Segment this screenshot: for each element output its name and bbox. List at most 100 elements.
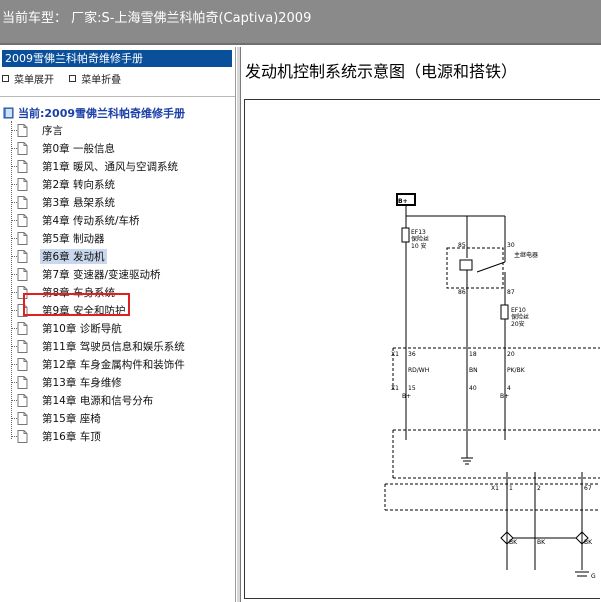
pin-15: 15: [408, 385, 416, 392]
tree-item-ch13[interactable]: 第13章 车身维修: [11, 373, 124, 391]
tree-item-label: 第4章 传动系统/车桥: [42, 214, 140, 227]
document-icon: [17, 339, 28, 353]
collapse-menu-label: 菜单折叠: [81, 75, 122, 86]
tree-root-label: 当前:2009雪佛兰科帕奇维修手册: [18, 107, 186, 120]
pin-4: 4: [507, 385, 511, 392]
connector-x1-low: X1: [491, 485, 499, 492]
collapse-icon: [69, 75, 77, 82]
wire-bk-3: BK: [584, 539, 593, 546]
fuse-ef13-type: 保险丝: [411, 235, 429, 243]
pin-36: 36: [408, 351, 416, 358]
document-icon: [17, 429, 28, 443]
pin-c2: 2: [537, 485, 541, 492]
document-icon: [17, 177, 28, 191]
navigation-pane: 2009雪佛兰科帕奇维修手册 菜单展开 菜单折叠 当前:2009雪佛兰科帕奇维修…: [0, 47, 236, 602]
relay-label: 主继电器: [514, 251, 538, 259]
page-title: 发动机控制系统示意图（电源和搭铁）: [245, 62, 518, 81]
pin-20: 20: [507, 351, 515, 358]
tree-item-ch7[interactable]: 第7章 变速器/变速驱动桥: [11, 265, 163, 283]
document-icon: [17, 213, 28, 227]
tree-item-label: 第0章 一般信息: [42, 142, 116, 155]
tree-item-label: 第3章 悬架系统: [42, 196, 116, 209]
expand-menu-label: 菜单展开: [14, 75, 54, 86]
tree-item-label: 第14章 电源和信号分布: [42, 394, 154, 407]
ground-label: G: [591, 573, 596, 580]
document-icon: [17, 141, 28, 155]
tree-item-preface[interactable]: 序言: [11, 121, 65, 139]
tree-item-label: 第9章 安全和防护: [42, 304, 126, 317]
tree-item-label: 第7章 变速器/变速驱动桥: [42, 268, 161, 281]
document-icon: [17, 393, 28, 407]
document-icon: [17, 357, 28, 371]
tree-item-ch2[interactable]: 第2章 转向系统: [11, 175, 117, 193]
divider: [0, 96, 235, 97]
tree-item-ch10[interactable]: 第10章 诊断导航: [11, 319, 124, 337]
expand-menu-button[interactable]: 菜单展开: [2, 71, 54, 86]
tree-item-label: 第15章 座椅: [42, 412, 101, 425]
pin-c67: 67: [584, 485, 592, 492]
wire-bn: BN: [469, 367, 478, 374]
tree-item-ch1[interactable]: 第1章 暖风、通风与空调系统: [11, 157, 180, 175]
tree-item-ch3[interactable]: 第3章 悬架系统: [11, 193, 117, 211]
tree-item-label: 第10章 诊断导航: [42, 322, 122, 335]
tree-item-label: 第1章 暖风、通风与空调系统: [42, 160, 179, 173]
collapse-menu-button[interactable]: 菜单折叠: [69, 71, 121, 86]
tree-root[interactable]: 当前:2009雪佛兰科帕奇维修手册: [3, 105, 185, 121]
pin-30: 30: [507, 242, 515, 249]
tree-item-ch15[interactable]: 第15章 座椅: [11, 409, 103, 427]
document-icon: [17, 195, 28, 209]
tree-item-ch11[interactable]: 第11章 驾驶员信息和娱乐系统: [11, 337, 187, 355]
vehicle-label: 当前车型： 厂家:S-上海雪佛兰科帕奇(Captiva)2009: [2, 11, 312, 26]
menu-tools: 菜单展开 菜单折叠: [2, 71, 133, 86]
fuse-ef13-id: EF13: [411, 229, 426, 236]
document-icon: [17, 321, 28, 335]
document-icon: [17, 411, 28, 425]
document-icon: [17, 249, 28, 263]
document-icon: [17, 267, 28, 281]
tree-item-ch14[interactable]: 第14章 电源和信号分布: [11, 391, 155, 409]
selection-highlight: [23, 293, 130, 316]
battery-label: B+: [398, 198, 408, 205]
pane-splitter[interactable]: [236, 47, 241, 602]
tree-item-ch0[interactable]: 第0章 一般信息: [11, 139, 117, 157]
top-bar: 当前车型： 厂家:S-上海雪佛兰科帕奇(Captiva)2009: [0, 0, 601, 45]
tree-line: [11, 121, 12, 439]
pin-86: 86: [458, 289, 466, 296]
wire-pkbk: PK/BK: [507, 367, 526, 374]
fuse-ef13-rating: 10 安: [411, 242, 427, 250]
tree-item-ch6[interactable]: 第6章 发动机: [11, 247, 107, 265]
tree-item-label: 第6章 发动机: [40, 248, 107, 264]
diagram-frame: B+ EF13 保险丝 10 安 85 30 主继电器 86 87 EF10 保…: [244, 99, 600, 599]
pin-40: 40: [469, 385, 477, 392]
tree-item-label: 第11章 驾驶员信息和娱乐系统: [42, 340, 185, 353]
tree-item-label: 第5章 制动器: [42, 232, 105, 245]
pin-18: 18: [469, 351, 477, 358]
tree-item-label: 第16章 车顶: [42, 430, 101, 443]
tree-item-ch4[interactable]: 第4章 传动系统/车桥: [11, 211, 142, 229]
document-icon: [17, 123, 28, 137]
wiring-diagram: B+ EF13 保险丝 10 安 85 30 主继电器 86 87 EF10 保…: [384, 193, 600, 580]
tree-item-ch5[interactable]: 第5章 制动器: [11, 229, 107, 247]
book-icon: [3, 107, 14, 119]
bplus-label-1: B+: [402, 393, 411, 400]
connector-x1-mid: X1: [391, 385, 399, 392]
content-pane: 发动机控制系统示意图（电源和搭铁）: [241, 47, 601, 602]
document-icon: [17, 231, 28, 245]
document-icon: [17, 159, 28, 173]
wire-bk-2: BK: [537, 539, 546, 546]
tree-item-label: 第13章 车身维修: [42, 376, 122, 389]
wire-rdwh: RD/WH: [408, 367, 429, 374]
tree-item-label: 第2章 转向系统: [42, 178, 116, 191]
connector-x1-top: X1: [391, 351, 399, 358]
tree-item-label: 第8章 车身系统: [42, 286, 116, 299]
expand-icon: [2, 75, 9, 82]
bplus-label-2: B+: [500, 393, 509, 400]
tree-item-label: 第12章 车身金属构件和装饰件: [42, 358, 185, 371]
tree-item-ch12[interactable]: 第12章 车身金属构件和装饰件: [11, 355, 187, 373]
tree-item-label: 序言: [42, 124, 63, 137]
pin-c1: 1: [509, 485, 513, 492]
tree-item-ch16[interactable]: 第16章 车顶: [11, 427, 103, 445]
fuse-ef10-rating: 20安: [511, 320, 525, 328]
pin-85: 85: [458, 242, 466, 249]
pin-87: 87: [507, 289, 515, 296]
